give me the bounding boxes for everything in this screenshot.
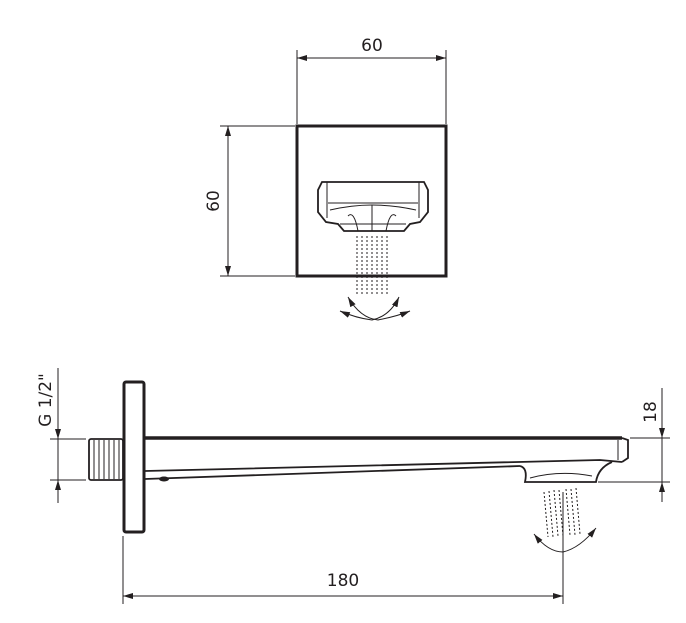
height-dimension: 60 — [204, 125, 295, 277]
wall-plate — [122, 380, 146, 534]
water-spray — [543, 487, 581, 538]
length-label: 180 — [327, 571, 359, 591]
thread-connector — [88, 438, 124, 481]
spout-arm — [144, 436, 629, 483]
spout-outlet — [317, 181, 429, 232]
height-label: 18 — [641, 401, 661, 423]
width-label: 60 — [361, 36, 383, 56]
swivel-arrows-icon — [533, 527, 597, 553]
width-dimension: 60 — [296, 36, 447, 124]
height-label: 60 — [204, 190, 224, 212]
water-spray — [356, 236, 388, 296]
length-dimension: 180 — [122, 492, 564, 604]
swivel-arrows-icon — [339, 296, 411, 321]
front-view: 60 60 — [204, 36, 448, 321]
side-view: G 1/2" 18 180 — [36, 368, 670, 604]
height-dimension: 18 — [598, 388, 670, 502]
thread-dimension: G 1/2" — [36, 368, 86, 503]
thread-label: G 1/2" — [36, 373, 56, 427]
